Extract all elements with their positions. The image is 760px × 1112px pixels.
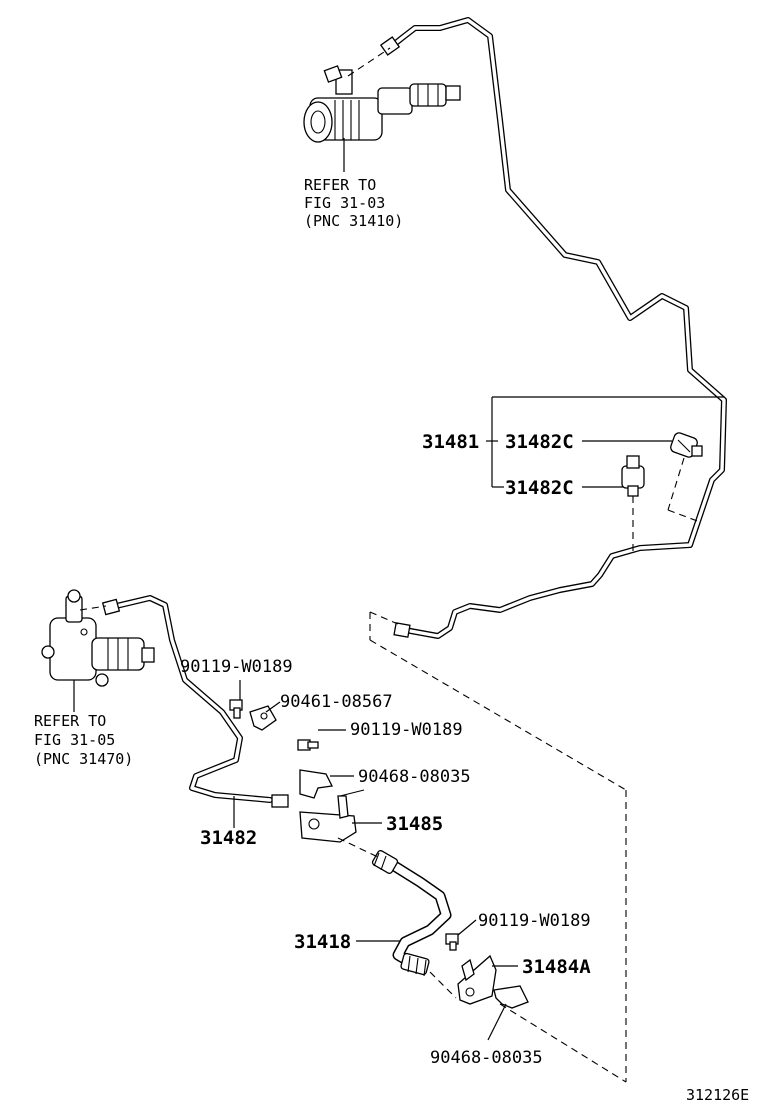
clutch-pipe-31481[interactable] [379,17,727,639]
part-number-90119-lower[interactable]: 90119-W0189 [478,911,591,931]
part-number-90119-upper[interactable]: 90119-W0189 [180,657,293,677]
clutch-master-cylinder [303,47,461,172]
assembly-boundary-dashed [369,611,627,1083]
part-number-90468-lower[interactable]: 90468-08035 [430,1048,543,1068]
reference-line: (PNC 31470) [34,750,133,768]
figure-code: 312126E [686,1086,749,1104]
bracket-31485[interactable] [299,789,381,859]
reference-line: REFER TO [304,176,376,194]
reference-line: FIG 31-03 [304,194,385,212]
part-number-90468-upper[interactable]: 90468-08035 [358,767,471,787]
part-number-31482c-upper[interactable]: 31482C [505,431,574,453]
bolt-90119-middle[interactable] [297,739,319,751]
part-number-90119-middle[interactable]: 90119-W0189 [350,720,463,740]
reference-line: REFER TO [34,712,106,730]
bolt-90119-upper[interactable] [229,699,243,719]
bracket-31484a[interactable] [457,954,497,1005]
reference-line: FIG 31-05 [34,731,115,749]
part-number-31482c-lower[interactable]: 31482C [505,477,574,499]
clutch-pipe-31482[interactable] [101,595,289,808]
clutch-release-cylinder [41,589,155,712]
clip-90468-lower[interactable] [429,971,529,1009]
leader-lines [233,396,724,1041]
reference-note-release-cylinder: REFER TO FIG 31-05 (PNC 31470) [34,712,133,768]
pipe-clip-31482c-upper[interactable] [667,431,703,523]
part-number-31418[interactable]: 31418 [294,931,351,953]
clip-90461[interactable] [249,705,277,731]
bolt-90119-lower[interactable] [445,933,459,951]
clutch-hose-31418[interactable] [371,850,452,977]
part-number-31481[interactable]: 31481 [422,431,479,453]
part-number-31484a[interactable]: 31484A [522,956,591,978]
reference-line: (PNC 31410) [304,212,403,230]
part-number-90461[interactable]: 90461-08567 [280,692,393,712]
part-number-31482[interactable]: 31482 [200,827,257,849]
pipe-clip-31482c-lower[interactable] [621,455,645,555]
reference-note-master-cylinder: REFER TO FIG 31-03 (PNC 31410) [304,176,403,230]
part-number-31485[interactable]: 31485 [386,813,443,835]
clip-90468-upper[interactable] [299,769,333,799]
